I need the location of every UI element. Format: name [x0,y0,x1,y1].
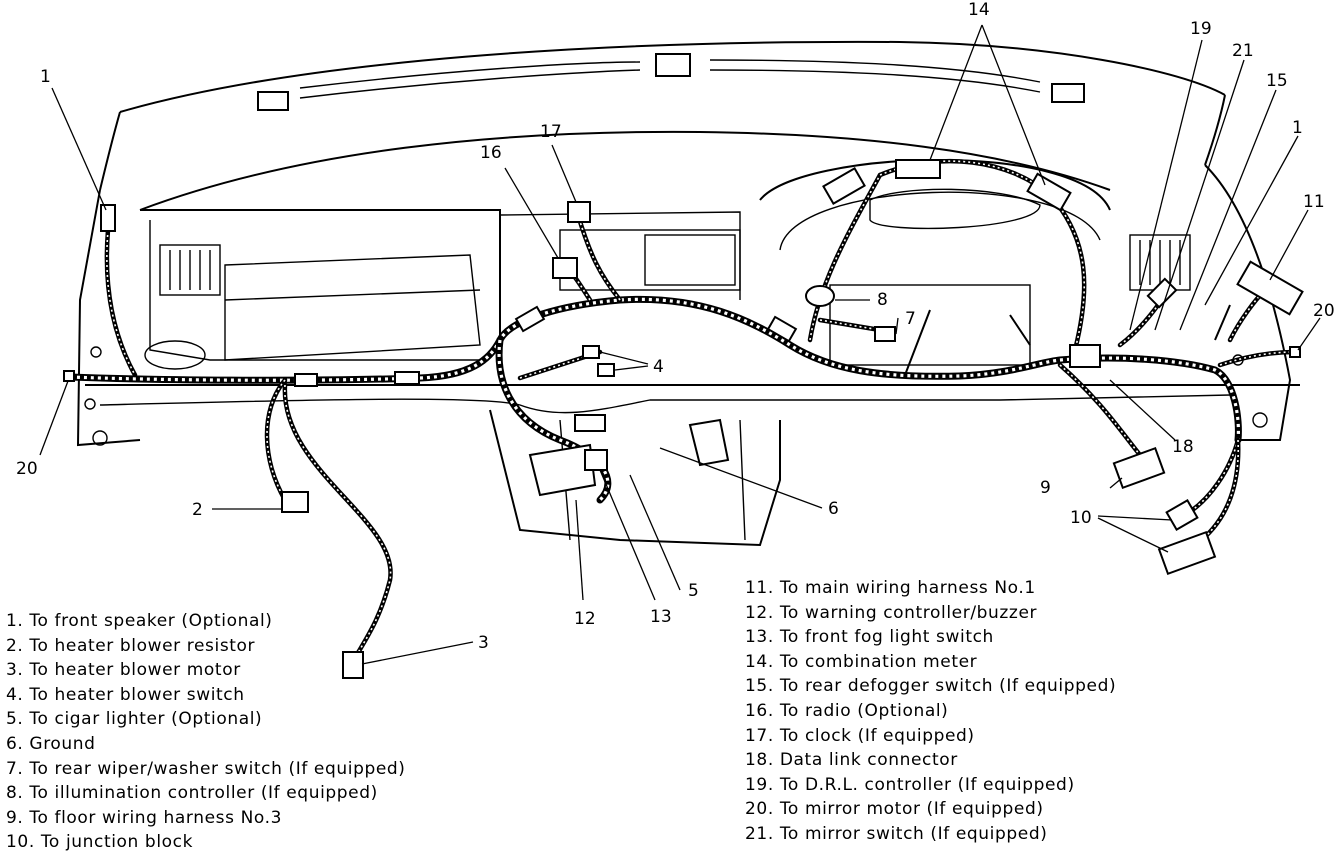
legend-item: 13. To front fog light switch [745,627,994,648]
callout-numbers: 1 1 2 3 4 5 6 7 8 9 10 11 12 13 14 15 16… [16,0,1335,653]
legend-item: 10. To junction block [6,832,194,853]
callout-18: 18 [1172,437,1194,457]
callout-3: 3 [478,633,489,653]
callout-4: 4 [653,357,664,377]
leader-lines [39,24,1321,665]
callout-1-right: 1 [1292,118,1303,138]
legend-item: 9. To floor wiring harness No.3 [6,807,283,828]
legend-item: 3. To heater blower motor [6,660,241,681]
callout-2: 2 [192,500,203,520]
legend-item: 2. To heater blower resistor [6,635,256,656]
legend-right: 11. To main wiring harness No.1 12. To w… [745,576,1116,847]
callout-8: 8 [877,290,888,310]
legend-item: 5. To cigar lighter (Optional) [6,709,263,730]
callout-20-right: 20 [1313,301,1335,321]
callout-11: 11 [1303,192,1325,212]
legend-item: 6. Ground [6,733,96,754]
callout-6: 6 [828,499,839,519]
callout-7: 7 [905,309,916,329]
legend-item: 20. To mirror motor (If equipped) [745,799,1044,820]
legend-left: 1. To front speaker (Optional) 2. To hea… [6,609,406,855]
legend-item: 19. To D.R.L. controller (If equipped) [745,774,1075,795]
callout-16: 16 [480,143,502,163]
legend-item: 7. To rear wiper/washer switch (If equip… [6,758,406,779]
legend-item: 12. To warning controller/buzzer [745,602,1038,623]
legend-item: 15. To rear defogger switch (If equipped… [745,676,1117,697]
callout-5: 5 [688,581,699,601]
legend-item: 14. To combination meter [745,651,978,672]
callout-1-left: 1 [40,67,51,87]
callout-13: 13 [650,607,672,627]
legend-item: 1. To front speaker (Optional) [6,611,273,631]
connectors [63,159,1304,679]
callout-14: 14 [968,0,990,20]
callout-21: 21 [1232,41,1254,61]
legend-item: 8. To illumination controller (If equipp… [6,783,378,804]
callout-15: 15 [1266,71,1288,91]
callout-9: 9 [1040,478,1051,498]
callout-10: 10 [1070,508,1092,528]
callout-17: 17 [540,122,562,142]
callout-20-left: 20 [16,459,38,479]
legend-item: 18. Data link connector [745,750,958,771]
legend-item: 21. To mirror switch (If equipped) [745,823,1048,844]
legend-item: 17. To clock (If equipped) [745,725,975,746]
legend-item: 4. To heater blower switch [6,684,245,705]
callout-19: 19 [1190,19,1212,39]
legend-item: 11. To main wiring harness No.1 [745,578,1036,598]
legend-item: 16. To radio (Optional) [745,700,949,721]
callout-12: 12 [574,609,596,629]
